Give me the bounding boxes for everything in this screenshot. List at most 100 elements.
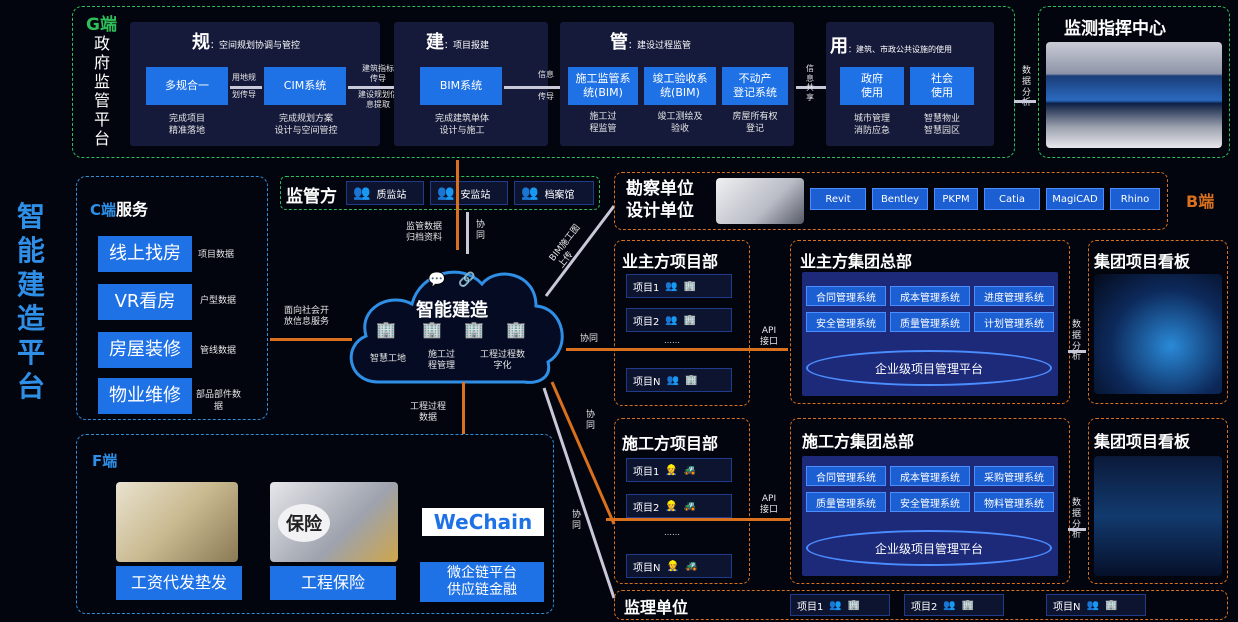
supervision-project-label-0: 项目1 bbox=[797, 601, 824, 613]
owner-platform[interactable]: 企业级项目管理平台 bbox=[806, 350, 1052, 386]
supervision-title: 监理单位 bbox=[624, 598, 689, 617]
f-item-0[interactable]: 工资代发垫发 bbox=[116, 566, 242, 600]
yong-big: 用 bbox=[830, 36, 848, 57]
supervision-project-0[interactable]: 项目1👥🏢 bbox=[790, 594, 890, 616]
software-pkpm[interactable]: PKPM bbox=[934, 188, 978, 210]
owner-arrow-label: 数 据 分 析 bbox=[1072, 320, 1082, 363]
supervisor-label-0: 质监站 bbox=[376, 189, 407, 201]
workers-icon: 👷 bbox=[666, 560, 679, 572]
owner-project-0[interactable]: 项目1👥🏢 bbox=[626, 274, 732, 298]
supervisor-title: 监管方 bbox=[286, 187, 337, 207]
c-arrow-label: 面向社会开 放信息服务 bbox=[284, 306, 330, 327]
cloud-down-label: 工程过程 数据 bbox=[410, 402, 447, 423]
building-icon: 🏢 bbox=[422, 320, 442, 339]
builder-project-1[interactable]: 项目2👷🚜 bbox=[626, 494, 732, 518]
cloud-xietong1: 协同 bbox=[580, 334, 599, 344]
builder-hq-section bbox=[790, 418, 1070, 584]
builder-system-0[interactable]: 合同管理系统 bbox=[806, 466, 886, 486]
box-budongchan[interactable]: 不动产 登记系统 bbox=[722, 67, 788, 105]
owner-section bbox=[614, 240, 750, 406]
arrow4-label: 信 息 共 享 bbox=[806, 64, 814, 102]
c-tag: C端 bbox=[90, 201, 117, 219]
arrow1-label-a: 用地规 bbox=[232, 73, 256, 82]
builder-project-n[interactable]: 项目N👷🚜 bbox=[626, 554, 732, 578]
supervision-section bbox=[614, 590, 1228, 620]
c-item-3[interactable]: 物业维修 bbox=[98, 378, 192, 414]
cloud-xietong3: 协 同 bbox=[572, 510, 582, 531]
chat-icon: 💬 bbox=[428, 272, 446, 288]
workers-icon: 👷 bbox=[665, 500, 678, 512]
software-magicad[interactable]: MagiCAD bbox=[1046, 188, 1104, 210]
builder-system-2[interactable]: 采购管理系统 bbox=[974, 466, 1054, 486]
builder-system-1[interactable]: 成本管理系统 bbox=[890, 466, 970, 486]
supervision-project-1[interactable]: 项目2👥🏢 bbox=[904, 594, 1004, 616]
supervisor-label-1: 安监站 bbox=[460, 189, 491, 201]
builder-board-section bbox=[1088, 418, 1228, 584]
software-catia[interactable]: Catia bbox=[984, 188, 1040, 210]
box-bim[interactable]: BIM系统 bbox=[420, 67, 502, 105]
people-icon: 👥 bbox=[666, 374, 679, 386]
owner-project-1[interactable]: 项目2👥🏢 bbox=[626, 308, 732, 332]
c-item-1[interactable]: VR看房 bbox=[98, 284, 192, 320]
c-note-2: 管线数据 bbox=[200, 346, 237, 356]
f-tag: F端 bbox=[92, 452, 118, 470]
gui-heading: 规：空间规划协调与管控 bbox=[192, 28, 300, 54]
monitor-title: 监测指挥中心 bbox=[1064, 19, 1166, 39]
share-icon: 🔗 bbox=[458, 272, 476, 288]
owner-system-4[interactable]: 质量管理系统 bbox=[890, 312, 970, 332]
software-bentley[interactable]: Bentley bbox=[872, 188, 928, 210]
builder-project-0[interactable]: 项目1👷🚜 bbox=[626, 458, 732, 482]
c-note-1: 户型数据 bbox=[200, 296, 237, 306]
supervision-project-n[interactable]: 项目N👥🏢 bbox=[1046, 594, 1146, 616]
cloud-shape bbox=[349, 270, 564, 384]
jian-big: 建 bbox=[426, 32, 444, 53]
caption-zhengfu: 城市管理 消防应急 bbox=[853, 114, 890, 136]
owner-system-2[interactable]: 进度管理系统 bbox=[974, 286, 1054, 306]
c-item-0[interactable]: 线上找房 bbox=[98, 236, 192, 272]
owner-system-3[interactable]: 安全管理系统 bbox=[806, 312, 886, 332]
c-item-2[interactable]: 房屋装修 bbox=[98, 332, 192, 368]
software-revit[interactable]: Revit bbox=[810, 188, 866, 210]
builder-system-3[interactable]: 质量管理系统 bbox=[806, 492, 886, 512]
people-icon: 👥 bbox=[943, 599, 956, 611]
supervision-project-label-1: 项目2 bbox=[911, 601, 938, 613]
owner-project-n[interactable]: 项目N👥🏢 bbox=[626, 368, 732, 392]
owner-system-0[interactable]: 合同管理系统 bbox=[806, 286, 886, 306]
builder-system-5[interactable]: 物料管理系统 bbox=[974, 492, 1054, 512]
supervisor-item-2[interactable]: 👥档案馆 bbox=[514, 181, 594, 205]
jian-heading: 建：项目报建 bbox=[426, 28, 489, 54]
f-item-1[interactable]: 工程保险 bbox=[270, 566, 396, 600]
building-icon: 🏢 bbox=[847, 599, 861, 611]
cloud-up-left-label: 监管数据 归档资料 bbox=[406, 222, 443, 243]
caption-jungong: 竣工测绘及 验收 bbox=[657, 112, 703, 134]
building-icon: 🏢 bbox=[1104, 599, 1118, 611]
builder-section bbox=[614, 418, 750, 584]
f-item-2[interactable]: 微企链平台 供应链金融 bbox=[420, 562, 544, 602]
box-shehui[interactable]: 社会 使用 bbox=[910, 67, 974, 105]
supervisor-item-0[interactable]: 👥质监站 bbox=[346, 181, 424, 205]
box-zhengfu[interactable]: 政府 使用 bbox=[840, 67, 904, 105]
box-cim[interactable]: CIM系统 bbox=[264, 67, 346, 105]
owner-board-section bbox=[1088, 240, 1228, 404]
builder-platform[interactable]: 企业级项目管理平台 bbox=[806, 530, 1052, 566]
arrow-cloud-builder bbox=[550, 381, 616, 525]
guan-heading: 管：建设过程监管 bbox=[610, 28, 691, 54]
owner-system-1[interactable]: 成本管理系统 bbox=[890, 286, 970, 306]
owner-system-5[interactable]: 计划管理系统 bbox=[974, 312, 1054, 332]
b-tag: B端 bbox=[1186, 192, 1215, 211]
cloud-item-1: 施工过 程管理 bbox=[428, 350, 456, 371]
box-jungong[interactable]: 竣工验收系 统(BIM) bbox=[644, 67, 716, 105]
supervisor-item-1[interactable]: 👥安监站 bbox=[430, 181, 508, 205]
box-shigong[interactable]: 施工监管系 统(BIM) bbox=[568, 67, 638, 105]
yong-label: ：建筑、市政公共设施的使用 bbox=[848, 45, 952, 54]
software-rhino[interactable]: Rhino bbox=[1110, 188, 1160, 210]
people-icon: 👥 bbox=[1086, 599, 1099, 611]
arrow-cloud-supervisor bbox=[466, 212, 469, 254]
arrow-cloud-survey bbox=[544, 205, 616, 297]
arrow-guan-yong bbox=[796, 86, 826, 89]
box-duogui[interactable]: 多规合一 bbox=[146, 67, 228, 105]
builder-system-4[interactable]: 安全管理系统 bbox=[890, 492, 970, 512]
arrow-builder-board bbox=[1068, 528, 1086, 531]
cloud-item-2: 工程过程数 字化 bbox=[480, 350, 526, 371]
gui-big: 规 bbox=[192, 32, 210, 53]
